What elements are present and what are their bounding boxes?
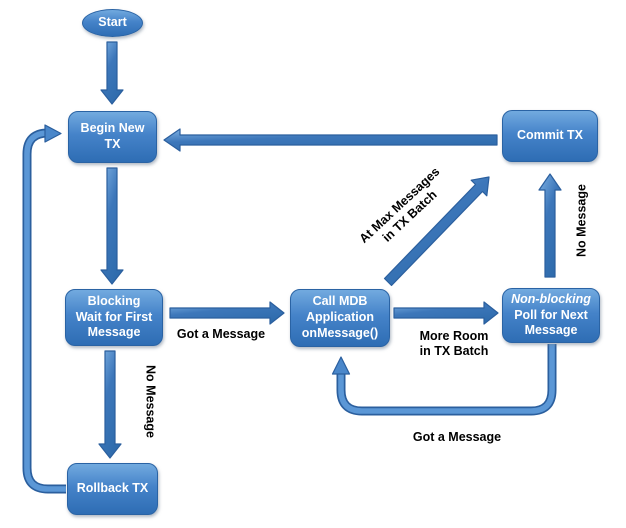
label-got-a-message-loop: Got a Message — [412, 430, 502, 444]
node-commit-label: Commit TX — [517, 128, 583, 143]
arrow-poll-to-mdb-loop — [331, 344, 557, 416]
node-poll-line2: Poll for Next — [514, 307, 588, 322]
node-rollback-tx: Rollback TX — [67, 463, 158, 515]
node-poll-line3: Message — [524, 323, 578, 338]
node-callmdb-line2: Application — [305, 310, 375, 325]
arrow-begin-to-blocking — [100, 167, 124, 285]
arrow-start-to-begin — [100, 41, 124, 105]
node-non-blocking-poll: Non-blocking Poll for Next Message — [502, 288, 600, 343]
label-more-room-line2: in TX Batch — [419, 344, 489, 358]
label-got-a-message-first: Got a Message — [176, 327, 266, 341]
node-rollback-label: Rollback TX — [76, 481, 149, 496]
arrow-poll-to-commit — [538, 173, 562, 278]
label-no-message-left: No Message — [143, 365, 158, 438]
arrow-commit-to-begin — [163, 128, 498, 152]
node-blocking-line3: Message — [87, 325, 141, 340]
node-commit-tx: Commit TX — [502, 110, 598, 162]
node-start-label: Start — [98, 15, 127, 30]
node-poll-line1: Non-blocking — [511, 291, 591, 306]
node-begin-line2: TX — [104, 137, 121, 151]
label-no-message-right: No Message — [574, 184, 589, 257]
arrow-blocking-to-rollback — [98, 350, 122, 459]
node-start: Start — [82, 9, 143, 37]
node-blocking-line1: Blocking — [87, 293, 141, 308]
node-begin-new-tx: Begin New TX — [68, 111, 157, 163]
label-more-room-line1: More Room — [419, 329, 489, 343]
node-call-mdb: Call MDB Application onMessage() — [290, 289, 390, 347]
arrow-blocking-to-mdb — [169, 301, 285, 325]
node-callmdb-line3: onMessage() — [301, 325, 379, 340]
arrow-mdb-to-commit-diagonal — [383, 176, 490, 287]
node-begin-line1: Begin New — [80, 121, 145, 136]
node-blocking-line2: Wait for First — [75, 309, 153, 324]
arrow-rollback-to-begin-loop — [22, 124, 66, 494]
node-callmdb-line1: Call MDB — [312, 294, 368, 309]
node-blocking-wait: Blocking Wait for First Message — [65, 289, 163, 346]
arrow-mdb-to-poll — [393, 301, 499, 325]
label-more-room: More Room in TX Batch — [404, 329, 504, 359]
